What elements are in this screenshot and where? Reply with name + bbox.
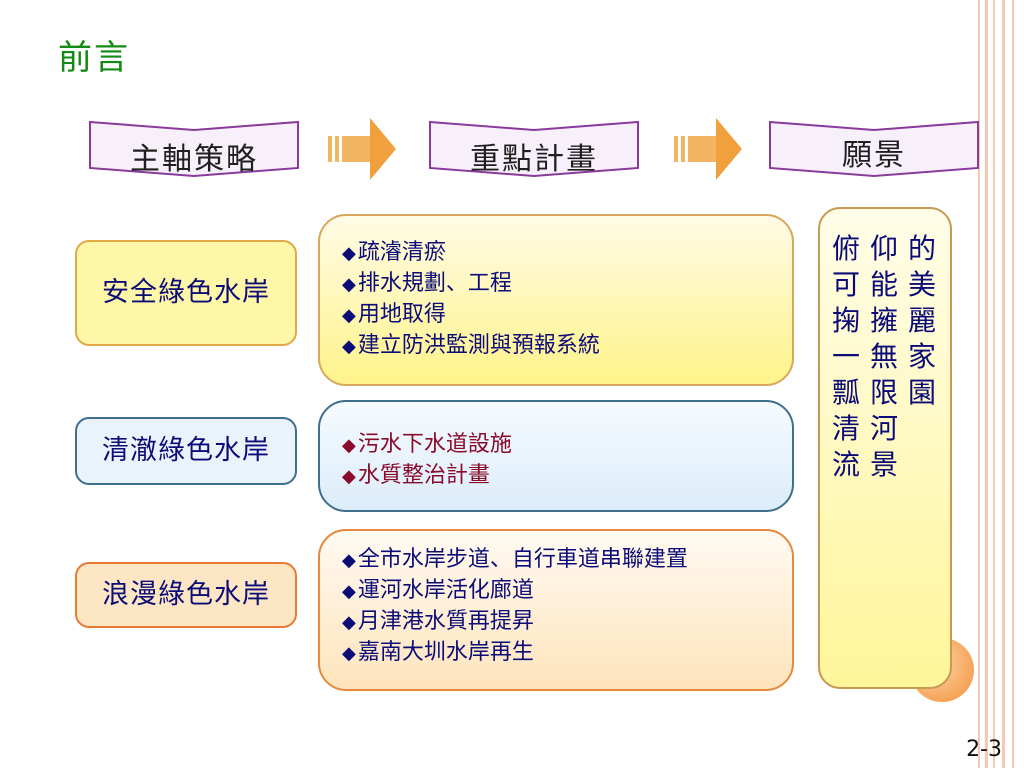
plan-box-romantic: ◆全市水岸步道、自行車道串聯建置 ◆運河水岸活化廊道 ◆月津港水質再提昇 ◆嘉南… <box>318 529 794 691</box>
vision-char: 一 <box>831 340 860 373</box>
decor-stripe <box>1012 0 1014 768</box>
diamond-bullet-icon: ◆ <box>342 243 356 264</box>
list-item: ◆排水規劃、工程 <box>342 271 512 296</box>
vision-char: 園 <box>907 376 936 409</box>
vision-char: 俯 <box>831 232 860 265</box>
slide-title: 前言 <box>58 38 130 78</box>
arrow-right-icon <box>326 112 398 186</box>
plan-box-safety: ◆疏濬清瘀 ◆排水規劃、工程 ◆用地取得 ◆建立防洪監測與預報系統 <box>318 214 794 386</box>
vision-char: 家 <box>907 340 936 373</box>
list-item: ◆水質整治計畫 <box>342 463 490 488</box>
vision-char: 瓢 <box>831 376 860 409</box>
list-item: ◆疏濬清瘀 <box>342 240 446 265</box>
list-item: ◆嘉南大圳水岸再生 <box>342 640 534 665</box>
vision-char: 可 <box>831 268 860 301</box>
arrow-right-icon <box>672 112 744 186</box>
diamond-bullet-icon: ◆ <box>342 466 356 487</box>
list-item: ◆建立防洪監測與預報系統 <box>342 333 600 358</box>
banner-shape <box>769 120 979 178</box>
diamond-bullet-icon: ◆ <box>342 274 356 295</box>
vision-char: 美 <box>907 268 936 301</box>
diamond-bullet-icon: ◆ <box>342 550 356 571</box>
list-item: ◆運河水岸活化廊道 <box>342 578 534 603</box>
vision-char: 清 <box>831 412 860 445</box>
vision-column-3: 俯可掬一瓢清流 <box>828 231 864 483</box>
vision-column-2: 仰能擁無限河景 <box>866 231 902 483</box>
header-strategy: 主軸策略 <box>88 120 300 178</box>
diamond-bullet-icon: ◆ <box>342 336 356 357</box>
vision-box: 的美麗家園 仰能擁無限河景 俯可掬一瓢清流 <box>818 207 952 689</box>
banner-shape <box>429 120 639 178</box>
vision-char: 仰 <box>869 232 898 265</box>
vision-char: 麗 <box>907 304 936 337</box>
list-item: ◆全市水岸步道、自行車道串聯建置 <box>342 547 688 572</box>
decor-stripe <box>993 0 995 768</box>
vision-char: 河 <box>869 412 898 445</box>
vision-char: 景 <box>869 448 898 481</box>
vision-char: 擁 <box>869 304 898 337</box>
diamond-bullet-icon: ◆ <box>342 643 356 664</box>
header-strategy-label: 主軸策略 <box>130 142 258 177</box>
page-number: 2-3 <box>966 737 1002 762</box>
vision-char: 無 <box>869 340 898 373</box>
header-vision-label: 願景 <box>842 138 906 173</box>
diamond-bullet-icon: ◆ <box>342 612 356 633</box>
vision-char: 的 <box>907 232 936 265</box>
diamond-bullet-icon: ◆ <box>342 305 356 326</box>
header-plan-label: 重點計畫 <box>470 142 598 177</box>
list-item: ◆月津港水質再提昇 <box>342 609 534 634</box>
vision-column-1: 的美麗家園 <box>904 231 940 411</box>
row-label-clear: 清澈綠色水岸 <box>75 417 297 485</box>
vision-char: 流 <box>831 448 860 481</box>
list-item: ◆用地取得 <box>342 302 446 327</box>
decor-stripe <box>978 0 980 768</box>
vision-char: 能 <box>869 268 898 301</box>
header-plan: 重點計畫 <box>428 120 640 178</box>
header-vision: 願景 <box>768 120 980 178</box>
row-label-romantic: 浪漫綠色水岸 <box>75 562 297 628</box>
vision-char: 限 <box>869 376 898 409</box>
list-item: ◆污水下水道設施 <box>342 432 512 457</box>
diamond-bullet-icon: ◆ <box>342 435 356 456</box>
decor-stripe <box>1002 0 1005 768</box>
diamond-bullet-icon: ◆ <box>342 581 356 602</box>
decor-stripe <box>985 0 988 768</box>
vision-char: 掬 <box>831 304 860 337</box>
plan-box-clear: ◆污水下水道設施 ◆水質整治計畫 <box>318 400 794 512</box>
banner-shape <box>89 120 299 178</box>
row-label-safety: 安全綠色水岸 <box>75 240 297 346</box>
